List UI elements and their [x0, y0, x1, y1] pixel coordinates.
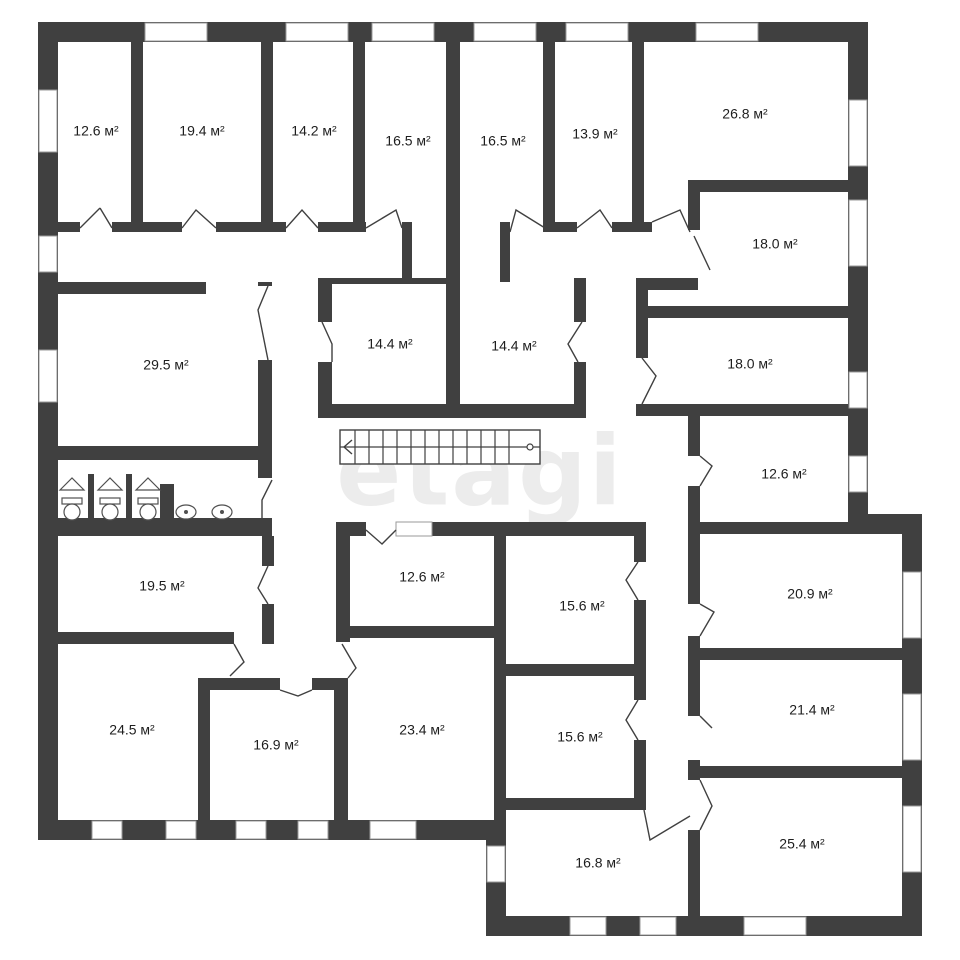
room-area-label: 12.6 м²	[761, 466, 807, 482]
room-area-label: 12.6 м²	[399, 569, 445, 585]
room-area-label: 14.2 м²	[291, 123, 337, 139]
windows	[38, 22, 922, 936]
toilet-icon	[58, 477, 86, 521]
sink-icon	[175, 504, 197, 520]
room-area-label: 20.9 м²	[787, 586, 833, 602]
room-area-label: 12.6 м²	[73, 123, 119, 139]
room-labels: 12.6 м² 19.4 м² 14.2 м² 16.5 м² 16.5 м² …	[73, 106, 835, 871]
room-area-label: 16.8 м²	[575, 855, 621, 871]
toilet-icon	[96, 477, 124, 521]
room-area-label: 18.0 м²	[727, 356, 773, 372]
room-area-label: 15.6 м²	[557, 729, 603, 745]
room-area-label: 19.5 м²	[139, 578, 185, 594]
room-area-label: 14.4 м²	[367, 336, 413, 352]
room-area-label: 14.4 м²	[491, 338, 537, 354]
room-area-label: 16.5 м²	[480, 133, 526, 149]
interior-walls	[58, 42, 910, 930]
room-area-label: 15.6 м²	[559, 598, 605, 614]
room-area-label: 24.5 м²	[109, 722, 155, 738]
sink-icon	[211, 504, 233, 520]
room-area-label: 16.9 м²	[253, 737, 299, 753]
room-area-label: 25.4 м²	[779, 836, 825, 852]
doors	[79, 207, 715, 842]
room-area-label: 19.4 м²	[179, 123, 225, 139]
room-area-label: 16.5 м²	[385, 133, 431, 149]
room-area-label: 29.5 м²	[143, 357, 189, 373]
room-area-label: 13.9 м²	[572, 126, 618, 142]
room-area-label: 26.8 м²	[722, 106, 768, 122]
toilet-icon	[134, 477, 162, 521]
room-area-label: 23.4 м²	[399, 722, 445, 738]
room-area-label: 18.0 м²	[752, 236, 798, 252]
staircase	[339, 429, 541, 465]
room-area-label: 21.4 м²	[789, 702, 835, 718]
